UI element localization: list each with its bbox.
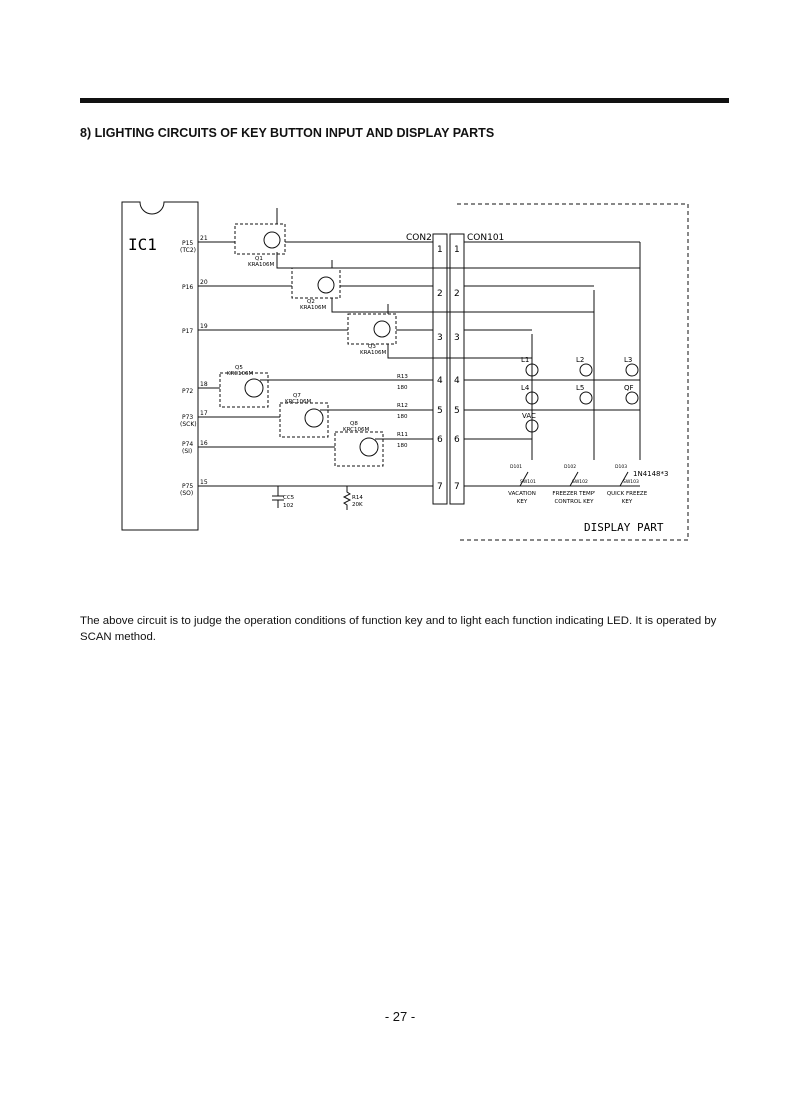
ic-body: [121, 201, 199, 531]
led-l3: [625, 363, 639, 377]
quick-freeze-key-line2: KEY: [622, 499, 633, 505]
led-l1-label: L1: [521, 356, 529, 364]
circuit-diagram: IC1 P15 (TC2) 21 P16 20 P17 19 P72 18 P7…: [121, 201, 689, 541]
pin-name-p73: P73: [182, 414, 193, 421]
display-part-box: [457, 203, 689, 541]
r13-ref: R13: [397, 374, 408, 380]
q1-ref: Q1: [255, 256, 263, 262]
page-number: - 27 -: [384, 1009, 416, 1024]
r12-value: 180: [397, 414, 408, 420]
freezer-key-line2: CONTROL KEY: [554, 499, 594, 505]
led-vac-label: VAC: [522, 412, 536, 420]
pin-alt-p75: (SO): [180, 490, 193, 497]
r11-ref: R11: [397, 432, 408, 438]
led-l4-label: L4: [521, 384, 530, 392]
pin-num-17: 17: [200, 410, 208, 417]
vacation-key-line2: KEY: [517, 499, 528, 505]
con101-pin-1: 1: [454, 245, 460, 255]
section-heading: 8) LIGHTING CIRCUITS OF KEY BUTTON INPUT…: [80, 126, 495, 140]
q1-part: KRA106M: [248, 262, 274, 268]
con101-pin-6: 6: [454, 435, 460, 445]
d102-label: D102: [564, 464, 576, 470]
con101-pin-5: 5: [454, 406, 460, 416]
pin-num-18: 18: [200, 381, 208, 388]
led-l4: [525, 391, 539, 405]
led-qf: [625, 391, 639, 405]
con2-pin-5: 5: [437, 406, 443, 416]
con101-pin-7: 7: [454, 482, 460, 492]
sw102-label: SW102: [572, 479, 588, 485]
pin-name-p74: P74: [182, 441, 193, 448]
description-paragraph: The above circuit is to judge the operat…: [80, 615, 717, 643]
q7-ref: Q7: [293, 393, 301, 399]
q5-part: KRC106M: [227, 371, 253, 377]
r14-value: 20K: [352, 502, 363, 508]
con2-pin-6: 6: [437, 435, 443, 445]
d101-label: D101: [510, 464, 522, 470]
pin-name-p75: P75: [182, 483, 193, 490]
con2-pin-4: 4: [437, 376, 443, 386]
con2-pin-3: 3: [437, 333, 443, 343]
quick-freeze-key-line1: QUICK FREEZE: [607, 491, 648, 497]
led-l3-label: L3: [624, 356, 632, 364]
q5-ref: Q5: [235, 365, 243, 371]
led-vac: [525, 419, 539, 433]
pin-name-p16: P16: [182, 284, 193, 291]
con2-block: [432, 233, 448, 505]
q8-ref: Q8: [350, 421, 358, 427]
pin-num-20: 20: [200, 279, 208, 286]
top-rule: [80, 98, 729, 103]
r14-ref: R14: [352, 495, 363, 501]
con2-pin-1: 1: [437, 245, 443, 255]
pin-num-15: 15: [200, 479, 208, 486]
cc5-ref: CC5: [283, 495, 295, 501]
r13-value: 180: [397, 385, 408, 391]
q8-part: KRC106M: [343, 427, 369, 433]
ic-label: IC1: [128, 235, 157, 254]
pin-name-p15: P15: [182, 240, 193, 247]
con101-block: [449, 233, 465, 505]
q3-part: KRA106M: [360, 350, 386, 356]
led-l5-label: L5: [576, 384, 584, 392]
sw101-label: SW101: [520, 479, 536, 485]
r11-value: 180: [397, 443, 408, 449]
con101-pin-2: 2: [454, 289, 460, 299]
q2-ref: Q2: [307, 299, 315, 305]
led-l1: [525, 363, 539, 377]
pin-name-p17: P17: [182, 328, 193, 335]
sw103-label: SW103: [623, 479, 639, 485]
pin-alt-p15: (TC2): [180, 247, 196, 254]
vacation-key-line1: VACATION: [508, 491, 536, 497]
diode-part-label: 1N4148*3: [633, 470, 668, 478]
pin-num-16: 16: [200, 440, 208, 447]
led-l5: [579, 391, 593, 405]
con101-pin-3: 3: [454, 333, 460, 343]
con2-pin-2: 2: [437, 289, 443, 299]
pin-num-19: 19: [200, 323, 208, 330]
led-l2-label: L2: [576, 356, 584, 364]
pin-alt-p73: (SCK): [180, 421, 197, 428]
pin-num-21: 21: [200, 235, 208, 242]
q3-ref: Q3: [368, 344, 376, 350]
con101-pin-4: 4: [454, 376, 460, 386]
cc5-value: 102: [283, 503, 294, 509]
freezer-key-line1: FREEZER TEMP': [552, 491, 595, 497]
q7-part: KRC106M: [285, 399, 311, 405]
q2-part: KRA106M: [300, 305, 326, 311]
led-l2: [579, 363, 593, 377]
con2-label: CON2: [406, 233, 432, 243]
pin-name-p72: P72: [182, 388, 193, 395]
d103-label: D103: [615, 464, 627, 470]
r12-ref: R12: [397, 403, 408, 409]
led-qf-label: QF: [624, 384, 634, 392]
display-part-label: DISPLAY PART: [584, 521, 664, 534]
pin-alt-p74: (SI): [182, 448, 192, 455]
con2-pin-7: 7: [437, 482, 443, 492]
con101-label: CON101: [467, 233, 504, 243]
